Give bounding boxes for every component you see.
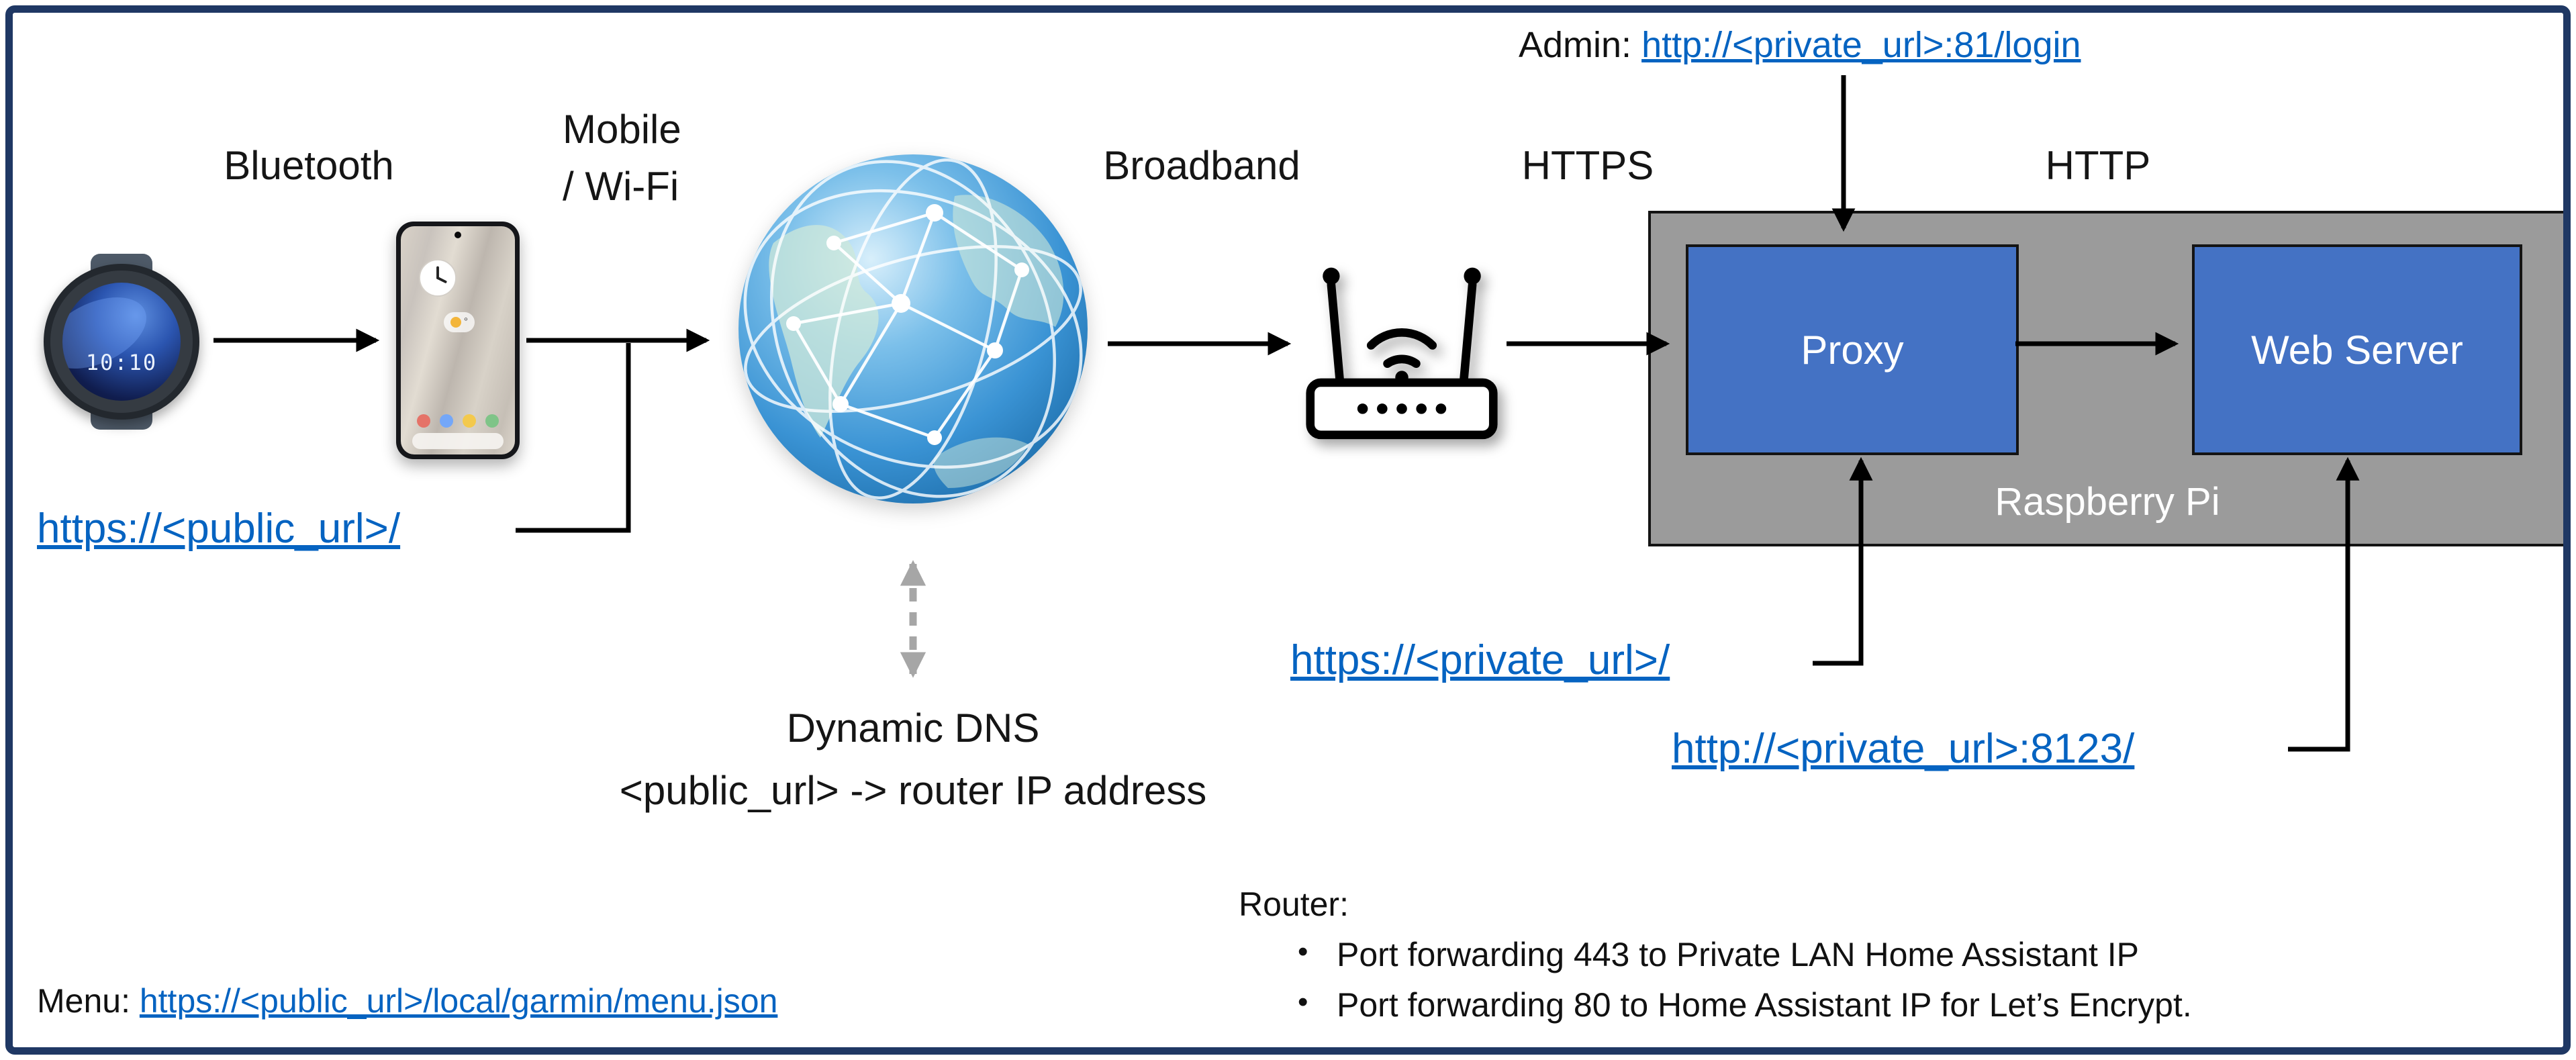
menu-line: Menu: https://<public_url>/local/garmin/…: [37, 981, 777, 1020]
router-notes: Router: Port forwarding 443 to Private L…: [1239, 879, 2192, 1030]
phone-camera-dot: [455, 232, 461, 238]
admin-prefix: Admin:: [1519, 25, 1642, 65]
router-notes-list: Port forwarding 443 to Private LAN Home …: [1239, 930, 2192, 1030]
phone-app-dock: [401, 414, 515, 428]
router-led-dots: [1357, 403, 1447, 414]
wifi-arc-outer: [1366, 328, 1437, 350]
phone-screen: °: [401, 226, 515, 454]
router-note-item: Port forwarding 443 to Private LAN Home …: [1298, 930, 2192, 980]
degree-glyph: °: [463, 316, 469, 328]
web-server-label: Web Server: [2251, 327, 2463, 373]
wifi-arc-inner: [1383, 354, 1421, 369]
watch-time: 10:10: [85, 350, 158, 375]
raspberry-pi-box: Proxy Web Server Raspberry Pi: [1648, 211, 2567, 546]
app-icon: [417, 414, 430, 428]
proxy-node: Proxy: [1686, 244, 2019, 455]
private-http-8123-link[interactable]: http://<private_url>:8123/: [1672, 726, 2135, 772]
raspberry-pi-label: Raspberry Pi: [1995, 480, 2220, 524]
antenna-tip: [1323, 267, 1340, 285]
private-https-link[interactable]: https://<private_url>/: [1290, 637, 1670, 683]
watch-body: 10:10: [44, 264, 199, 420]
network-node-dots: [786, 204, 1029, 445]
phone-weather-widget: °: [444, 312, 475, 332]
smartwatch-icon: 10:10: [35, 254, 208, 430]
smartphone-icon: °: [396, 222, 520, 459]
https-label: HTTPS: [1521, 143, 1654, 188]
app-icon: [463, 414, 476, 428]
mobile-wifi-label: Mobile / Wi-Fi: [563, 107, 681, 209]
public-url-link[interactable]: https://<public_url>/: [37, 505, 401, 552]
app-icon: [485, 414, 499, 428]
router-note-item: Port forwarding 80 to Home Assistant IP …: [1298, 980, 2192, 1030]
phone-search-pill: [412, 433, 504, 449]
admin-login-link[interactable]: http://<private_url>:81/login: [1641, 25, 2081, 65]
antenna-tip: [1464, 267, 1481, 285]
network-mesh-lines: [792, 211, 1024, 440]
menu-prefix: Menu:: [37, 982, 140, 1020]
watch-screen: 10:10: [62, 283, 181, 401]
router-antenna-left: [1327, 280, 1344, 384]
phone-clock-widget: [418, 258, 457, 297]
router-notes-title: Router:: [1239, 885, 1349, 923]
app-icon: [440, 414, 453, 428]
sun-icon: [450, 317, 461, 328]
broadband-label: Broadband: [1103, 143, 1300, 188]
admin-line: Admin: http://<private_url>:81/login: [1519, 24, 2081, 66]
internet-globe-icon: [738, 154, 1088, 503]
router-antenna-right: [1460, 280, 1477, 384]
menu-json-link[interactable]: https://<public_url>/local/garmin/menu.j…: [139, 982, 778, 1020]
web-server-node: Web Server: [2192, 244, 2522, 455]
http-label: HTTP: [2045, 143, 2151, 188]
router-icon: [1306, 267, 1498, 440]
proxy-label: Proxy: [1801, 327, 1904, 373]
dynamic-dns-label: Dynamic DNS <public_url> -> router IP ad…: [619, 706, 1207, 813]
bluetooth-label: Bluetooth: [224, 143, 394, 188]
connector-public-url: [516, 343, 631, 533]
